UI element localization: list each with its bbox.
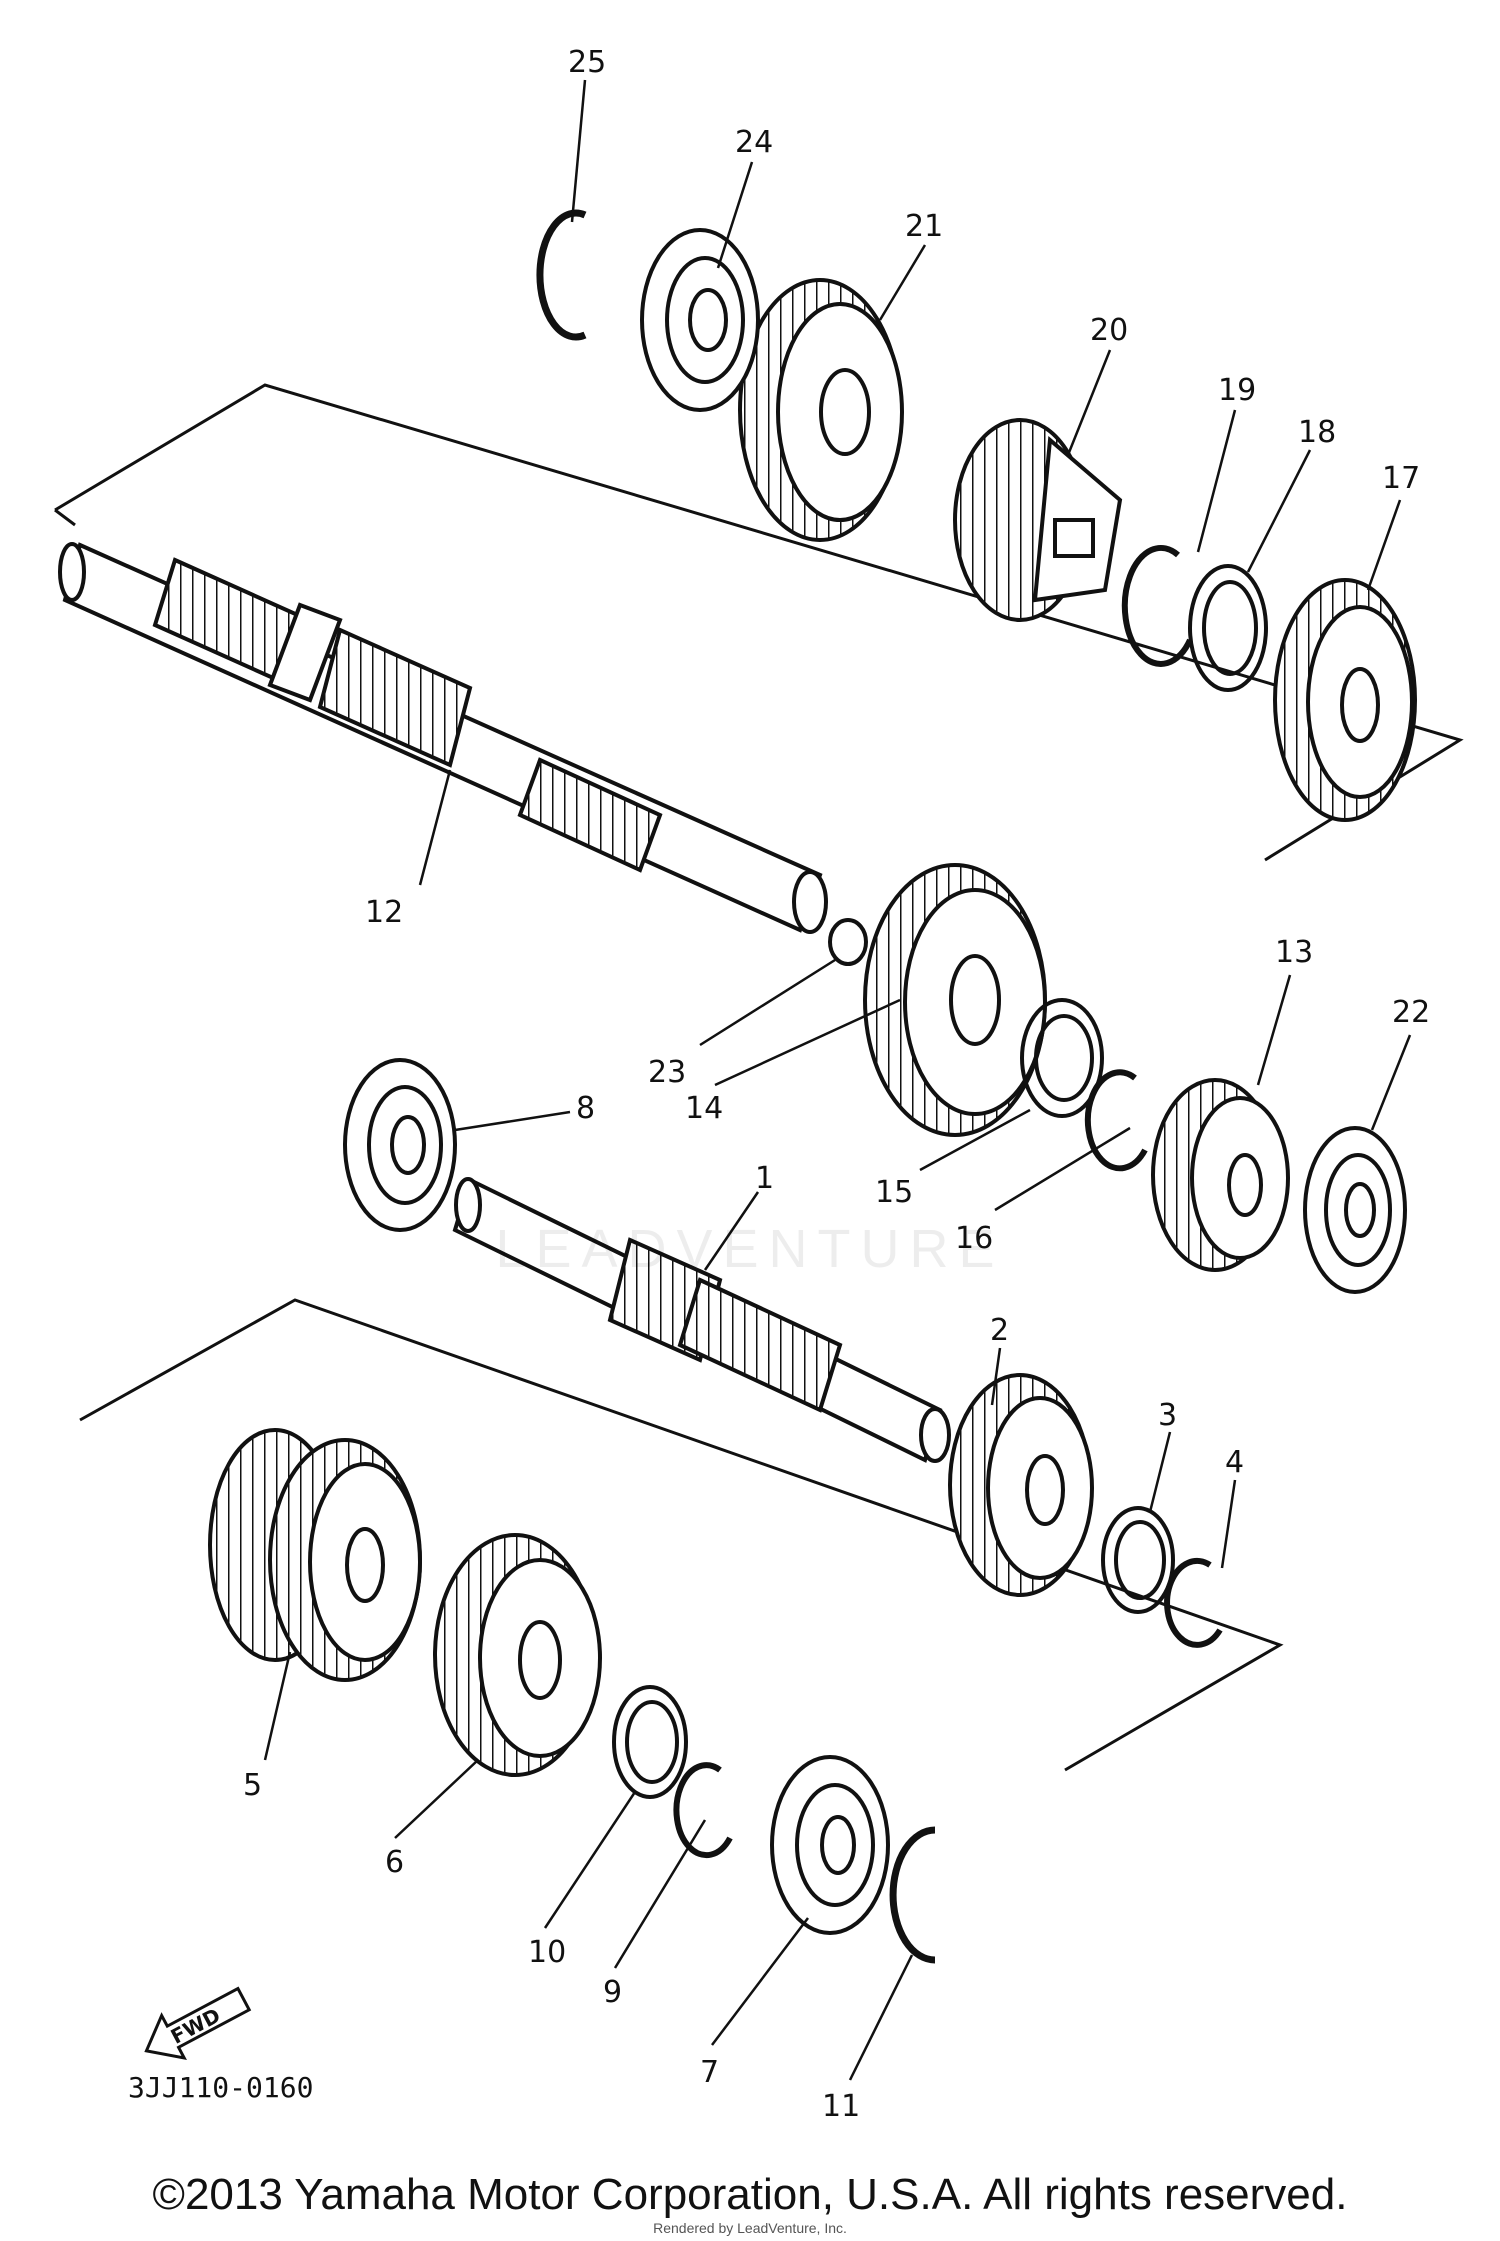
bearing-22 [1303, 1126, 1407, 1294]
gear-6 [433, 1533, 602, 1777]
circlip-25 [536, 209, 587, 341]
washer-18 [1188, 564, 1268, 692]
circlip-19 [1121, 545, 1193, 667]
washer-3 [1101, 1506, 1175, 1614]
part-label-9: 9 [603, 1975, 622, 2010]
part-label-1: 1 [755, 1161, 774, 1196]
part-label-23: 23 [648, 1055, 686, 1090]
fwd-arrow-icon: FWD [144, 1986, 252, 2060]
gear-2 [948, 1373, 1094, 1597]
part-label-5: 5 [243, 1768, 262, 1803]
part-label-3: 3 [1158, 1398, 1177, 1433]
leader-lines [263, 79, 1412, 2081]
gear-5 [208, 1428, 422, 1682]
part-label-8: 8 [576, 1091, 595, 1126]
part-label-24: 24 [735, 125, 773, 160]
circlip-16 [1084, 1069, 1148, 1172]
drive-axle [452, 1177, 951, 1463]
part-label-21: 21 [905, 209, 943, 244]
lower-group-outline [79, 1298, 1284, 1772]
part-label-13: 13 [1275, 935, 1313, 970]
part-label-11: 11 [822, 2089, 860, 2124]
copyright-notice: ©2013 Yamaha Motor Corporation, U.S.A. A… [152, 2170, 1348, 2219]
part-label-10: 10 [528, 1935, 566, 1970]
part-label-18: 18 [1298, 415, 1336, 450]
part-label-16: 16 [955, 1221, 993, 1256]
part-labels: 25 24 21 20 19 18 17 12 23 13 22 8 14 15… [243, 45, 1430, 2124]
part-label-20: 20 [1090, 313, 1128, 348]
part-label-22: 22 [1392, 995, 1430, 1030]
circlip-4 [1164, 1557, 1223, 1648]
part-label-7: 7 [700, 2055, 719, 2090]
circlip-9 [673, 1762, 733, 1859]
gear-20 [953, 418, 1123, 622]
main-shaft [58, 542, 828, 934]
part-label-19: 19 [1218, 373, 1256, 408]
bearing-7 [770, 1755, 890, 1935]
render-credit: Rendered by LeadVenture, Inc. [653, 2220, 847, 2236]
gear-13 [1151, 1078, 1290, 1272]
washer-15 [1020, 998, 1104, 1118]
gear-17 [1273, 578, 1417, 822]
bearing-8 [343, 1058, 457, 1232]
part-label-2: 2 [990, 1313, 1009, 1348]
gear-21 [738, 278, 904, 542]
bearing-24 [640, 228, 760, 412]
watermark: LEADVENTURE [495, 1219, 1005, 1279]
part-label-4: 4 [1225, 1445, 1244, 1480]
part-label-25: 25 [568, 45, 606, 80]
part-label-15: 15 [875, 1175, 913, 1210]
diagram-code: 3JJ110-0160 [128, 2071, 313, 2104]
gear-14 [863, 863, 1047, 1137]
washer-10 [612, 1685, 688, 1799]
circlip-11 [889, 1826, 936, 1964]
part-label-17: 17 [1382, 461, 1420, 496]
part-label-12: 12 [365, 895, 403, 930]
part-label-6: 6 [385, 1845, 404, 1880]
part-label-14: 14 [685, 1091, 723, 1126]
collar-23 [828, 918, 868, 966]
